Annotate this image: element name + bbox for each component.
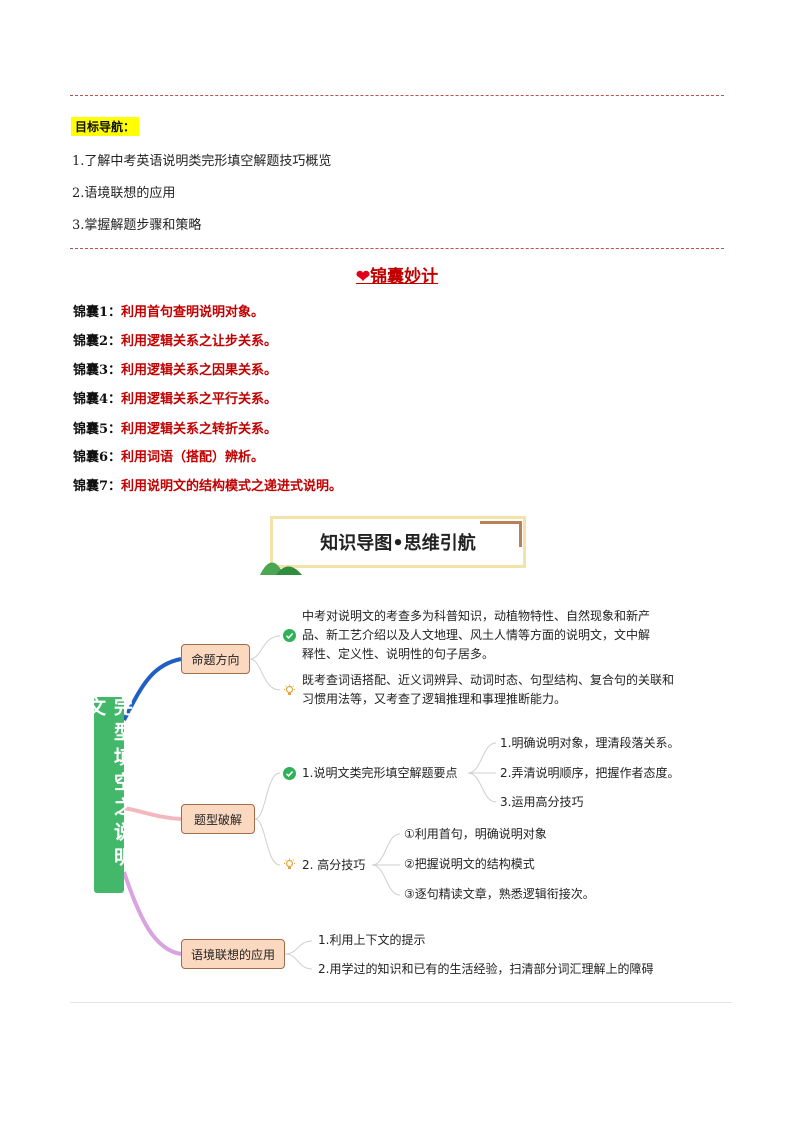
key-point-1: 1.明确说明对象，理清段落关系。 [500, 736, 680, 750]
banner-title: 知识导图•思维引航 [320, 533, 476, 554]
text-line: 释性、定义性、说明性的句子居多。 [302, 647, 495, 661]
nav-title: 目标导航： [71, 117, 140, 136]
top-divider [70, 95, 724, 96]
tip-text: 利用首句查明说明对象。 [121, 305, 265, 320]
tips-title-text: 锦囊妙计 [370, 267, 439, 287]
text-line: 品、新工艺介绍以及人文地理、风土人情等方面的说明文，文中解 [302, 628, 651, 642]
tips-title: ❤锦囊妙计 [0, 262, 794, 287]
tip-3: 锦囊3：利用逻辑关系之因果关系。 [73, 359, 277, 378]
tip-text: 利用逻辑关系之让步关系。 [121, 334, 278, 349]
nav-item-2: 2.语境联想的应用 [72, 186, 176, 201]
lightbulb-icon [284, 684, 295, 695]
tip-2: 锦囊2：利用逻辑关系之让步关系。 [73, 330, 277, 349]
tip-5: 锦囊5：利用逻辑关系之转折关系。 [73, 418, 277, 437]
branch1-item-1: 中考对说明文的考查多为科普知识，动植物特性、自然现象和新产 品、新工艺介绍以及人… [302, 607, 650, 664]
tip-label: 锦囊1： [73, 305, 122, 320]
sub-high-score-skills: 2. 高分技巧 [302, 858, 366, 872]
nav-divider [70, 248, 724, 249]
tip-label: 锦囊7： [73, 479, 122, 494]
skill-1: ①利用首句，明确说明对象 [404, 827, 547, 841]
tip-label: 锦囊6： [73, 450, 122, 465]
branch-question-solving: 题型破解 [181, 804, 255, 834]
tip-label: 锦囊5： [73, 422, 122, 437]
banner-accent-bar [480, 521, 522, 524]
check-icon [283, 767, 296, 780]
tip-text: 利用逻辑关系之平行关系。 [121, 392, 278, 407]
text-line: 习惯用法等，又考查了逻辑推理和事理推断能力。 [302, 692, 567, 706]
nav-item-1: 1.了解中考英语说明类完形填空解题技巧概览 [72, 154, 332, 169]
bottom-divider [70, 1002, 732, 1003]
tip-4: 锦囊4：利用逻辑关系之平行关系。 [73, 388, 277, 407]
context-item-1: 1.利用上下文的提示 [318, 933, 426, 947]
key-point-3: 3.运用高分技巧 [500, 795, 584, 809]
tip-text: 利用说明文的结构模式之递进式说明。 [121, 479, 343, 494]
text-line: 中考对说明文的考查多为科普知识，动植物特性、自然现象和新产 [302, 609, 651, 623]
nav-item-3: 3.掌握解题步骤和策略 [72, 218, 202, 233]
branch-topic-direction: 命题方向 [181, 644, 250, 674]
branch1-item-2: 既考查词语搭配、近义词辨异、动词时态、句型结构、复合句的关联和 习惯用法等，又考… [302, 671, 674, 709]
tip-label: 锦囊4： [73, 392, 122, 407]
branch-context-association: 语境联想的应用 [181, 939, 285, 969]
lightbulb-icon [284, 858, 295, 869]
banner-accent-bar-vertical [519, 521, 522, 547]
key-point-2: 2.弄清说明顺序，把握作者态度。 [500, 766, 680, 780]
tip-text: 利用词语（搭配）辨析。 [121, 450, 265, 465]
skill-2: ②把握说明文的结构模式 [404, 857, 535, 871]
context-item-2: 2.用学过的知识和已有的生活经验，扫清部分词汇理解上的障碍 [318, 962, 654, 976]
tip-7: 锦囊7：利用说明文的结构模式之递进式说明。 [73, 475, 342, 494]
tip-text: 利用逻辑关系之转折关系。 [121, 422, 278, 437]
tip-6: 锦囊6：利用词语（搭配）辨析。 [73, 446, 264, 465]
tip-label: 锦囊2： [73, 334, 122, 349]
skill-3: ③逐句精读文章，熟悉逻辑衔接次。 [404, 887, 595, 901]
tip-1: 锦囊1：利用首句查明说明对象。 [73, 301, 264, 320]
text-line: 既考查词语搭配、近义词辨异、动词时态、句型结构、复合句的关联和 [302, 673, 675, 687]
hills-icon [260, 562, 302, 575]
heart-icon: ❤ [355, 267, 371, 287]
section-banner: 知识导图•思维引航 [270, 516, 526, 568]
tip-text: 利用逻辑关系之因果关系。 [121, 363, 278, 378]
sub-key-points: 1.说明文类完形填空解题要点 [302, 766, 458, 780]
mindmap-root: 完型填空之说明文 [84, 697, 133, 893]
tip-label: 锦囊3： [73, 363, 122, 378]
check-icon [283, 629, 296, 642]
